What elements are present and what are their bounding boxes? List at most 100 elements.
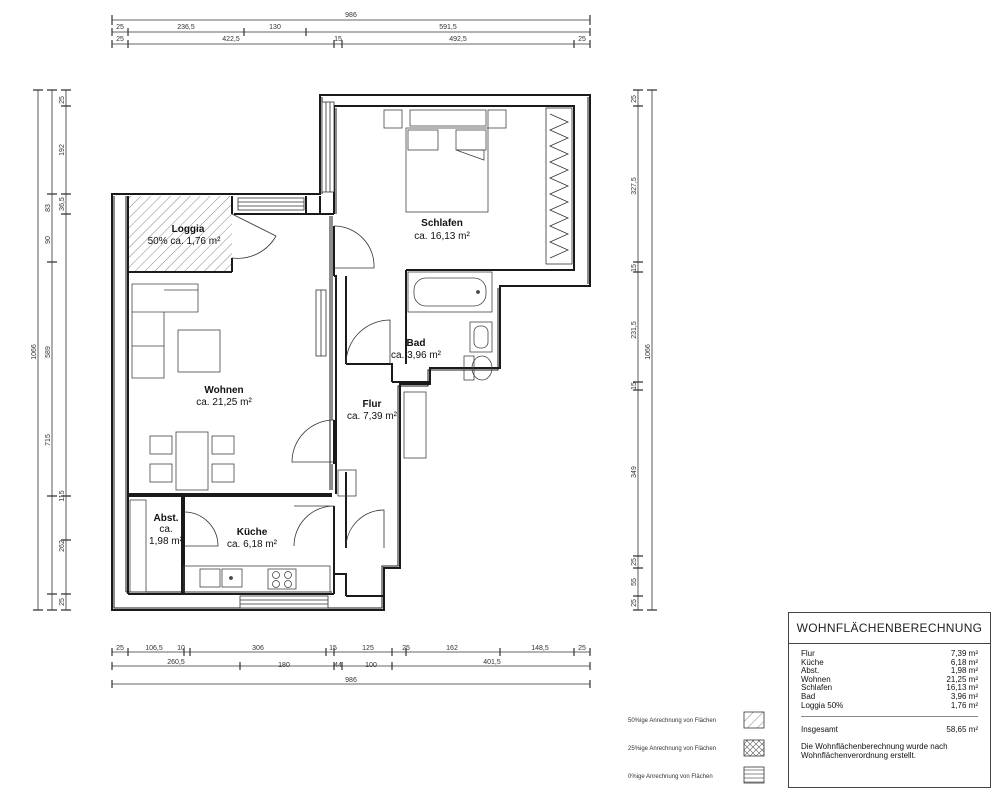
dim-top-r2-b: 422,5: [222, 36, 240, 43]
calc-row-label: Loggia 50%: [801, 700, 844, 710]
dim-top-r1-b: 236,5: [177, 24, 195, 31]
coffee-table: [177, 329, 221, 373]
dim-bot-r1-a: 25: [116, 645, 124, 652]
dim-top-r2-e: 25: [578, 36, 586, 43]
legend-label-50: 50%ige Anrechnung von Flächen: [628, 718, 716, 724]
dim-top-total: 986: [345, 12, 357, 19]
dim-left-i5: 115: [59, 490, 66, 501]
dimension-right: [633, 89, 657, 611]
dim-bot-r2-e: 401,5: [483, 659, 501, 666]
room-loggia-name: Loggia: [172, 224, 205, 235]
loggia-hatch: [128, 196, 232, 272]
calc-row: Bad 3,96 m²: [801, 691, 978, 702]
legend-swatch-25: [743, 739, 765, 757]
dim-right-i6: 349: [631, 466, 638, 478]
bathtub: [407, 271, 493, 313]
dim-right-i9: 25: [631, 599, 638, 607]
room-bad-area: ca. 3,96 m²: [391, 350, 442, 361]
dim-right-i2: 327,5: [631, 177, 638, 195]
calc-row-label: Flur: [801, 649, 815, 658]
dim-left-i1: 25: [59, 96, 66, 104]
dim-top-r1-a: 25: [116, 24, 124, 31]
dim-left-o3: 715: [45, 434, 52, 446]
dim-bot-r1-g: 25: [402, 645, 410, 652]
dim-top-r2-a: 25: [116, 36, 124, 43]
doors: [183, 213, 391, 549]
dim-top-r1-c: 130: [269, 24, 281, 31]
room-flur-area: ca. 7,39 m²: [347, 411, 398, 422]
room-abst-area-2: 1,98 m²: [149, 536, 184, 547]
calc-row: Loggia 50% 1,76 m²: [801, 700, 978, 711]
calc-total: Insgesamt 58,65 m²: [789, 717, 990, 734]
dim-left-o2: 589: [45, 346, 52, 358]
calc-row-value: 16,13 m²: [946, 683, 978, 693]
room-loggia-area: 50% ca. 1,76 m²: [148, 236, 221, 247]
room-wohnen-name: Wohnen: [204, 385, 243, 396]
room-flur-name: Flur: [363, 399, 382, 410]
calc-divider: [801, 716, 978, 718]
calc-note: Die Wohnflächenberechnung wurde nach Woh…: [801, 742, 948, 761]
hall-cabinet: [403, 391, 427, 459]
room-schlafen-area: ca. 16,13 m²: [414, 231, 470, 242]
dim-left-i4: 36,5: [59, 197, 66, 211]
calc-title: WOHNFLÄCHENBERECHNUNG: [789, 613, 990, 644]
calc-row-label: Bad: [801, 691, 816, 701]
legend-swatch-0: [743, 766, 765, 784]
calc-row-label: Küche: [801, 657, 824, 667]
dim-left-i3: 83: [45, 204, 52, 212]
dim-right-i4: 231,5: [631, 321, 638, 339]
dim-bot-r1-i: 148,5: [531, 645, 549, 652]
dim-top-r1-d: 591,5: [439, 24, 457, 31]
calc-row-label: Schlafen: [801, 683, 833, 693]
walls: [111, 94, 591, 611]
room-kueche-area: ca. 6,18 m²: [227, 539, 278, 550]
dimension-left: [33, 89, 71, 611]
dim-left-i7: 25: [59, 598, 66, 606]
calc-total-label: Insgesamt: [801, 725, 838, 735]
dim-right-i3: 15: [631, 264, 638, 272]
calc-row-value: 3,96 m²: [950, 691, 978, 701]
dim-right-i1: 25: [631, 95, 638, 103]
calc-row: Abst.1,98 m²: [801, 667, 978, 676]
dim-left-o1: 90: [45, 236, 52, 244]
dim-bot-r2-d: 100: [365, 662, 377, 669]
dim-bot-r1-e: 15: [329, 645, 337, 652]
dim-bot-r1-j: 25: [578, 645, 586, 652]
calc-row-value: 6,18 m²: [950, 657, 978, 667]
calc-row-value: 1,76 m²: [950, 700, 978, 710]
toilet: [463, 355, 493, 381]
dim-right-total: 1066: [645, 344, 652, 360]
legend: 50%ige Anrechnung von Flächen 25%ige Anr…: [628, 711, 765, 784]
room-abst-name: Abst.: [154, 513, 179, 524]
area-calculation-table: WOHNFLÄCHENBERECHNUNG Flur 7,39 m² Küche 6…: [788, 612, 991, 788]
dim-top-r2-c: 15: [334, 36, 342, 43]
calc-row: Flur 7,39 m²: [801, 649, 978, 659]
storage-shelf: [129, 499, 147, 593]
sink: [469, 321, 493, 353]
dim-right-i7: 25: [631, 558, 638, 566]
legend-label-0: 0%ige Anrechnung von Flächen: [628, 774, 713, 780]
legend-swatch-50: [743, 711, 765, 729]
room-bad-name: Bad: [407, 338, 426, 349]
room-abst-area-1: ca.: [159, 524, 172, 535]
windows: [237, 101, 335, 609]
dim-bot-r2-b: 180: [278, 662, 290, 669]
wardrobe: [545, 107, 573, 265]
dim-right-i5: 15: [631, 382, 638, 390]
room-schlafen-name: Schlafen: [421, 218, 463, 229]
dim-bot-r2-c: 44: [334, 662, 342, 669]
dim-left-total: 1066: [31, 344, 38, 360]
dim-bot-total: 986: [345, 677, 357, 684]
dim-right-i8: 55: [631, 578, 638, 586]
bed: [383, 109, 507, 213]
calc-row-value: 7,39 m²: [950, 649, 978, 658]
dim-bot-r1-c: 10: [177, 645, 185, 652]
calc-rows: Flur 7,39 m² Küche 6,18 m² Abst.1,98 m² Wo…: [789, 644, 990, 710]
dim-left-i6: 262: [59, 540, 66, 552]
dimension-top: [111, 15, 591, 48]
hall-bench: [337, 469, 357, 497]
calc-row: Küche 6,18 m²: [801, 657, 978, 668]
dim-bot-r1-b: 106,5: [145, 645, 163, 652]
